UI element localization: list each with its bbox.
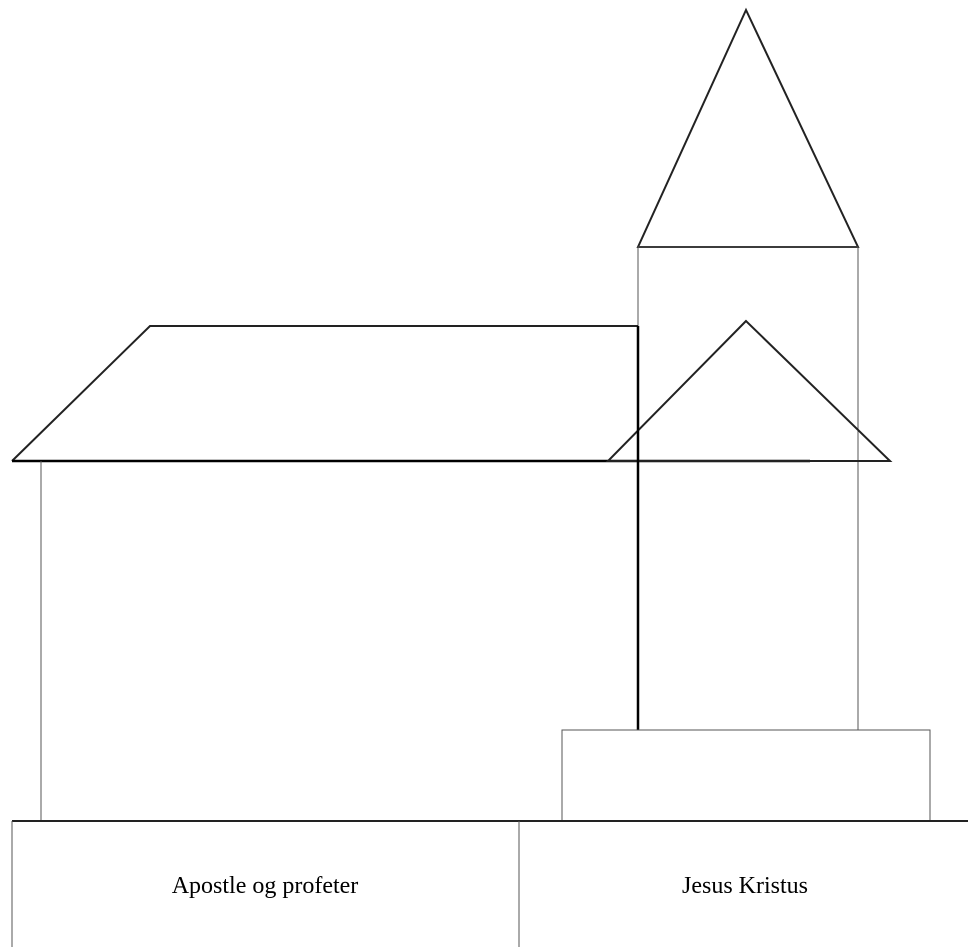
- nave-roof: [12, 326, 638, 461]
- foundation-right-label: Jesus Kristus: [682, 873, 808, 899]
- foundation-left-label: Apostle og profeter: [172, 873, 359, 899]
- porch-gable: [608, 321, 890, 461]
- spire: [638, 10, 858, 247]
- tower-base-block: [562, 730, 930, 821]
